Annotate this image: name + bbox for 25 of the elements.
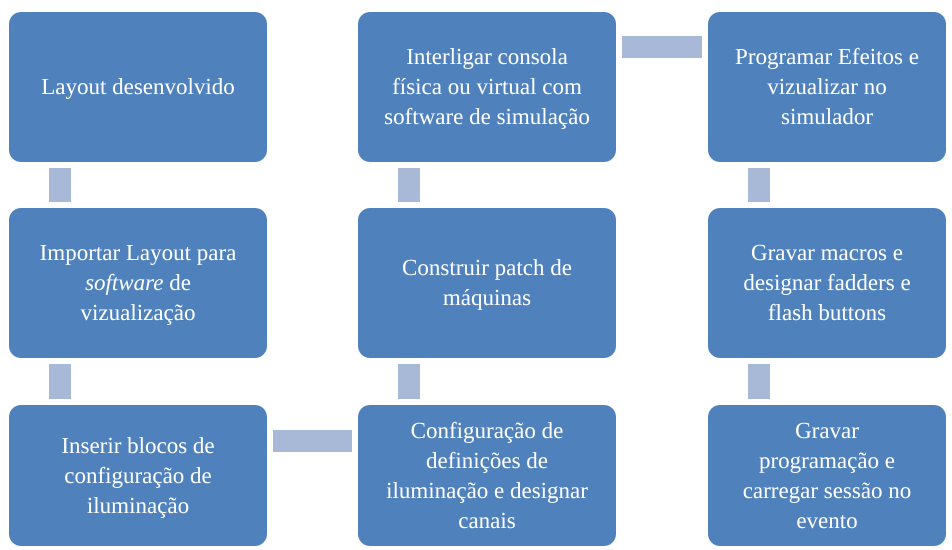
- connector-bar: [273, 430, 352, 452]
- process-box: [708, 208, 946, 358]
- process-box: [708, 405, 946, 546]
- step-text: Interligar consola física ou virtual com software de simulação: [384, 43, 590, 131]
- step-text: Construir patch de máquinas: [401, 254, 573, 312]
- step-text: Programar Efeitos e vizualizar no simulador: [734, 43, 920, 131]
- process-box: [708, 12, 946, 162]
- process-box: [358, 12, 616, 162]
- process-box: [9, 208, 267, 358]
- process-box: [9, 405, 267, 546]
- connector-bar: [398, 364, 420, 399]
- step-text: Inserir blocos de configuração de iluminação: [60, 432, 216, 520]
- connector-bar: [748, 168, 770, 202]
- step-text: Importar Layout para software de vizualização: [38, 239, 238, 327]
- connector-bar: [398, 168, 420, 202]
- step-text: Gravar macros e designar fadders e flash buttons: [742, 239, 912, 327]
- connector-bar: [49, 364, 71, 399]
- connector-bar: [622, 36, 702, 58]
- step-text: Layout desenvolvido: [41, 73, 235, 101]
- process-box: [358, 208, 616, 358]
- process-box: [358, 405, 616, 546]
- step-text: Configuração de definições de iluminação e designar canais: [385, 416, 589, 534]
- connector-bar: [49, 168, 71, 202]
- step-text: Gravar programação e carregar sessão no evento: [742, 416, 912, 534]
- process-box: [9, 12, 267, 162]
